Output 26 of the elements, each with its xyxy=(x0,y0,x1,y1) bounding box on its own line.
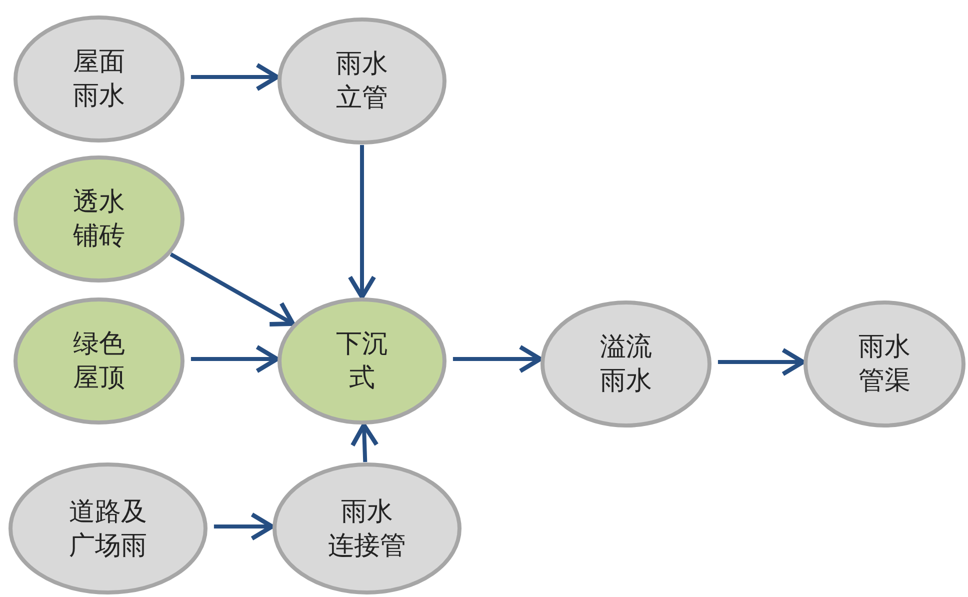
ellipse-node xyxy=(803,300,966,428)
arrow xyxy=(718,348,806,376)
node-label: 雨水连接管 xyxy=(328,496,406,562)
node-label: 透水铺砖 xyxy=(73,186,125,253)
arrow xyxy=(348,145,376,300)
arrow xyxy=(350,422,379,462)
ellipse-node xyxy=(272,462,462,595)
node-label: 下沉式 xyxy=(336,328,388,395)
arrow xyxy=(190,62,280,92)
arrow xyxy=(214,512,274,541)
ellipse-node xyxy=(13,297,185,425)
node-label: 道路及广场雨 xyxy=(69,496,147,562)
ellipse-node xyxy=(8,462,208,595)
node-label: 雨水管渠 xyxy=(858,331,910,398)
ellipse-node xyxy=(13,155,185,283)
node-label: 溢流雨水 xyxy=(600,331,652,398)
ellipse-node xyxy=(540,300,712,428)
node-label: 绿色屋顶 xyxy=(73,328,125,395)
arrow xyxy=(190,344,280,374)
node-label: 屋面雨水 xyxy=(73,46,125,113)
ellipse-node xyxy=(13,15,185,143)
ellipse-node xyxy=(277,297,447,425)
arrow xyxy=(170,252,296,326)
node-label: 雨水立管 xyxy=(336,48,388,115)
arrow xyxy=(452,344,542,374)
ellipse-node xyxy=(277,17,447,145)
